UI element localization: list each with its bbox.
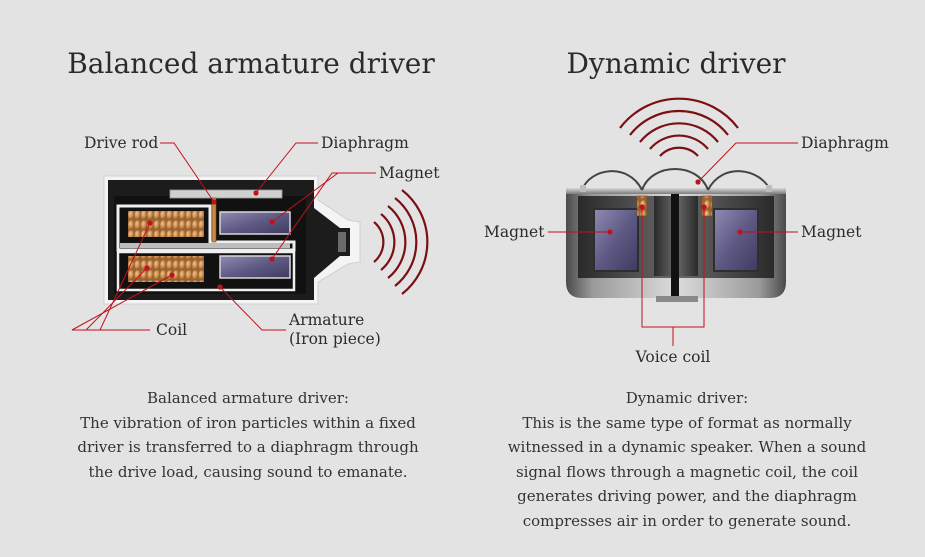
ba-label-diaphragm: Diaphragm bbox=[321, 134, 409, 152]
ba-drive-rod bbox=[211, 197, 217, 243]
ba-label-drive-rod: Drive rod bbox=[84, 134, 158, 152]
dyn-description-line: compresses air in order to generate soun… bbox=[522, 511, 852, 530]
ba-label-magnet: Magnet bbox=[379, 164, 440, 182]
ba-sound-wave-icon bbox=[373, 189, 429, 295]
dyn-description-line: generates driving power, and the diaphra… bbox=[517, 487, 857, 505]
ba-magnet-lower bbox=[219, 255, 291, 279]
dynamic-title: Dynamic driver bbox=[566, 47, 786, 80]
ba-title: Balanced armature driver bbox=[67, 47, 435, 80]
ba-magnet-upper bbox=[219, 211, 291, 235]
dyn-label-magnet-right: Magnet bbox=[801, 223, 862, 241]
ba-leader-dots bbox=[144, 190, 275, 290]
dyn-label-diaphragm: Diaphragm bbox=[801, 134, 889, 152]
ba-leader-lines bbox=[71, 142, 376, 331]
ba-description-heading: Balanced armature driver: bbox=[147, 389, 349, 407]
dyn-magnet-right bbox=[713, 208, 759, 272]
dyn-description-heading: Dynamic driver: bbox=[625, 389, 749, 407]
dyn-label-magnet-left: Magnet bbox=[484, 223, 545, 241]
dynamic-description: Dynamic driver: This is the same type of… bbox=[478, 386, 896, 533]
dyn-description-line: This is the same type of format as norma… bbox=[522, 413, 852, 432]
dyn-magnet-left bbox=[593, 208, 639, 272]
dyn-leader-lines bbox=[548, 142, 798, 346]
ba-label-armature-sub: (Iron piece) bbox=[289, 330, 381, 348]
ba-coil-lower bbox=[128, 256, 204, 282]
ba-coil-upper bbox=[128, 211, 204, 237]
dyn-description-line: signal flows through a magnetic coil, th… bbox=[515, 462, 859, 481]
ba-description-line: The vibration of iron particles within a… bbox=[80, 413, 416, 432]
dyn-sound-wave-icon bbox=[619, 97, 739, 157]
ba-driver-illustration bbox=[103, 175, 361, 305]
ba-description-line: driver is transferred to a diaphragm thr… bbox=[77, 438, 419, 456]
dynamic-driver-illustration bbox=[566, 168, 786, 302]
ba-description: Balanced armature driver: The vibration … bbox=[62, 386, 434, 484]
dyn-label-voice-coil: Voice coil bbox=[635, 348, 711, 366]
ba-label-armature: Armature bbox=[288, 311, 364, 329]
dyn-leader-dots bbox=[607, 179, 743, 235]
dyn-description-line: witnessed in a dynamic speaker. When a s… bbox=[507, 438, 867, 456]
ba-label-coil: Coil bbox=[156, 321, 187, 339]
ba-description-line: the drive load, causing sound to emanate… bbox=[88, 462, 408, 481]
